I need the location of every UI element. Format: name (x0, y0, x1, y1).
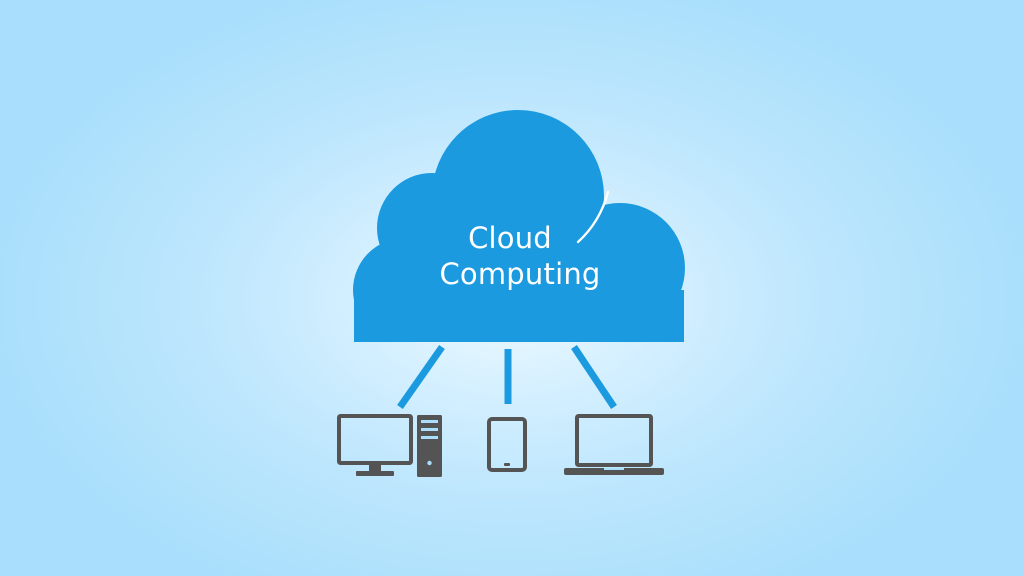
desktop-monitor-icon (337, 414, 413, 476)
connector-line-left (397, 344, 445, 410)
cloud-label-line2: Computing (439, 257, 601, 291)
connector-line-right (571, 345, 617, 409)
laptop-icon (564, 414, 664, 475)
cloud-label-line1: Cloud (468, 221, 552, 255)
tablet-icon (487, 417, 527, 472)
cloud-shape (353, 110, 685, 342)
computer-tower-icon (417, 415, 442, 477)
connector-lines (397, 344, 617, 410)
